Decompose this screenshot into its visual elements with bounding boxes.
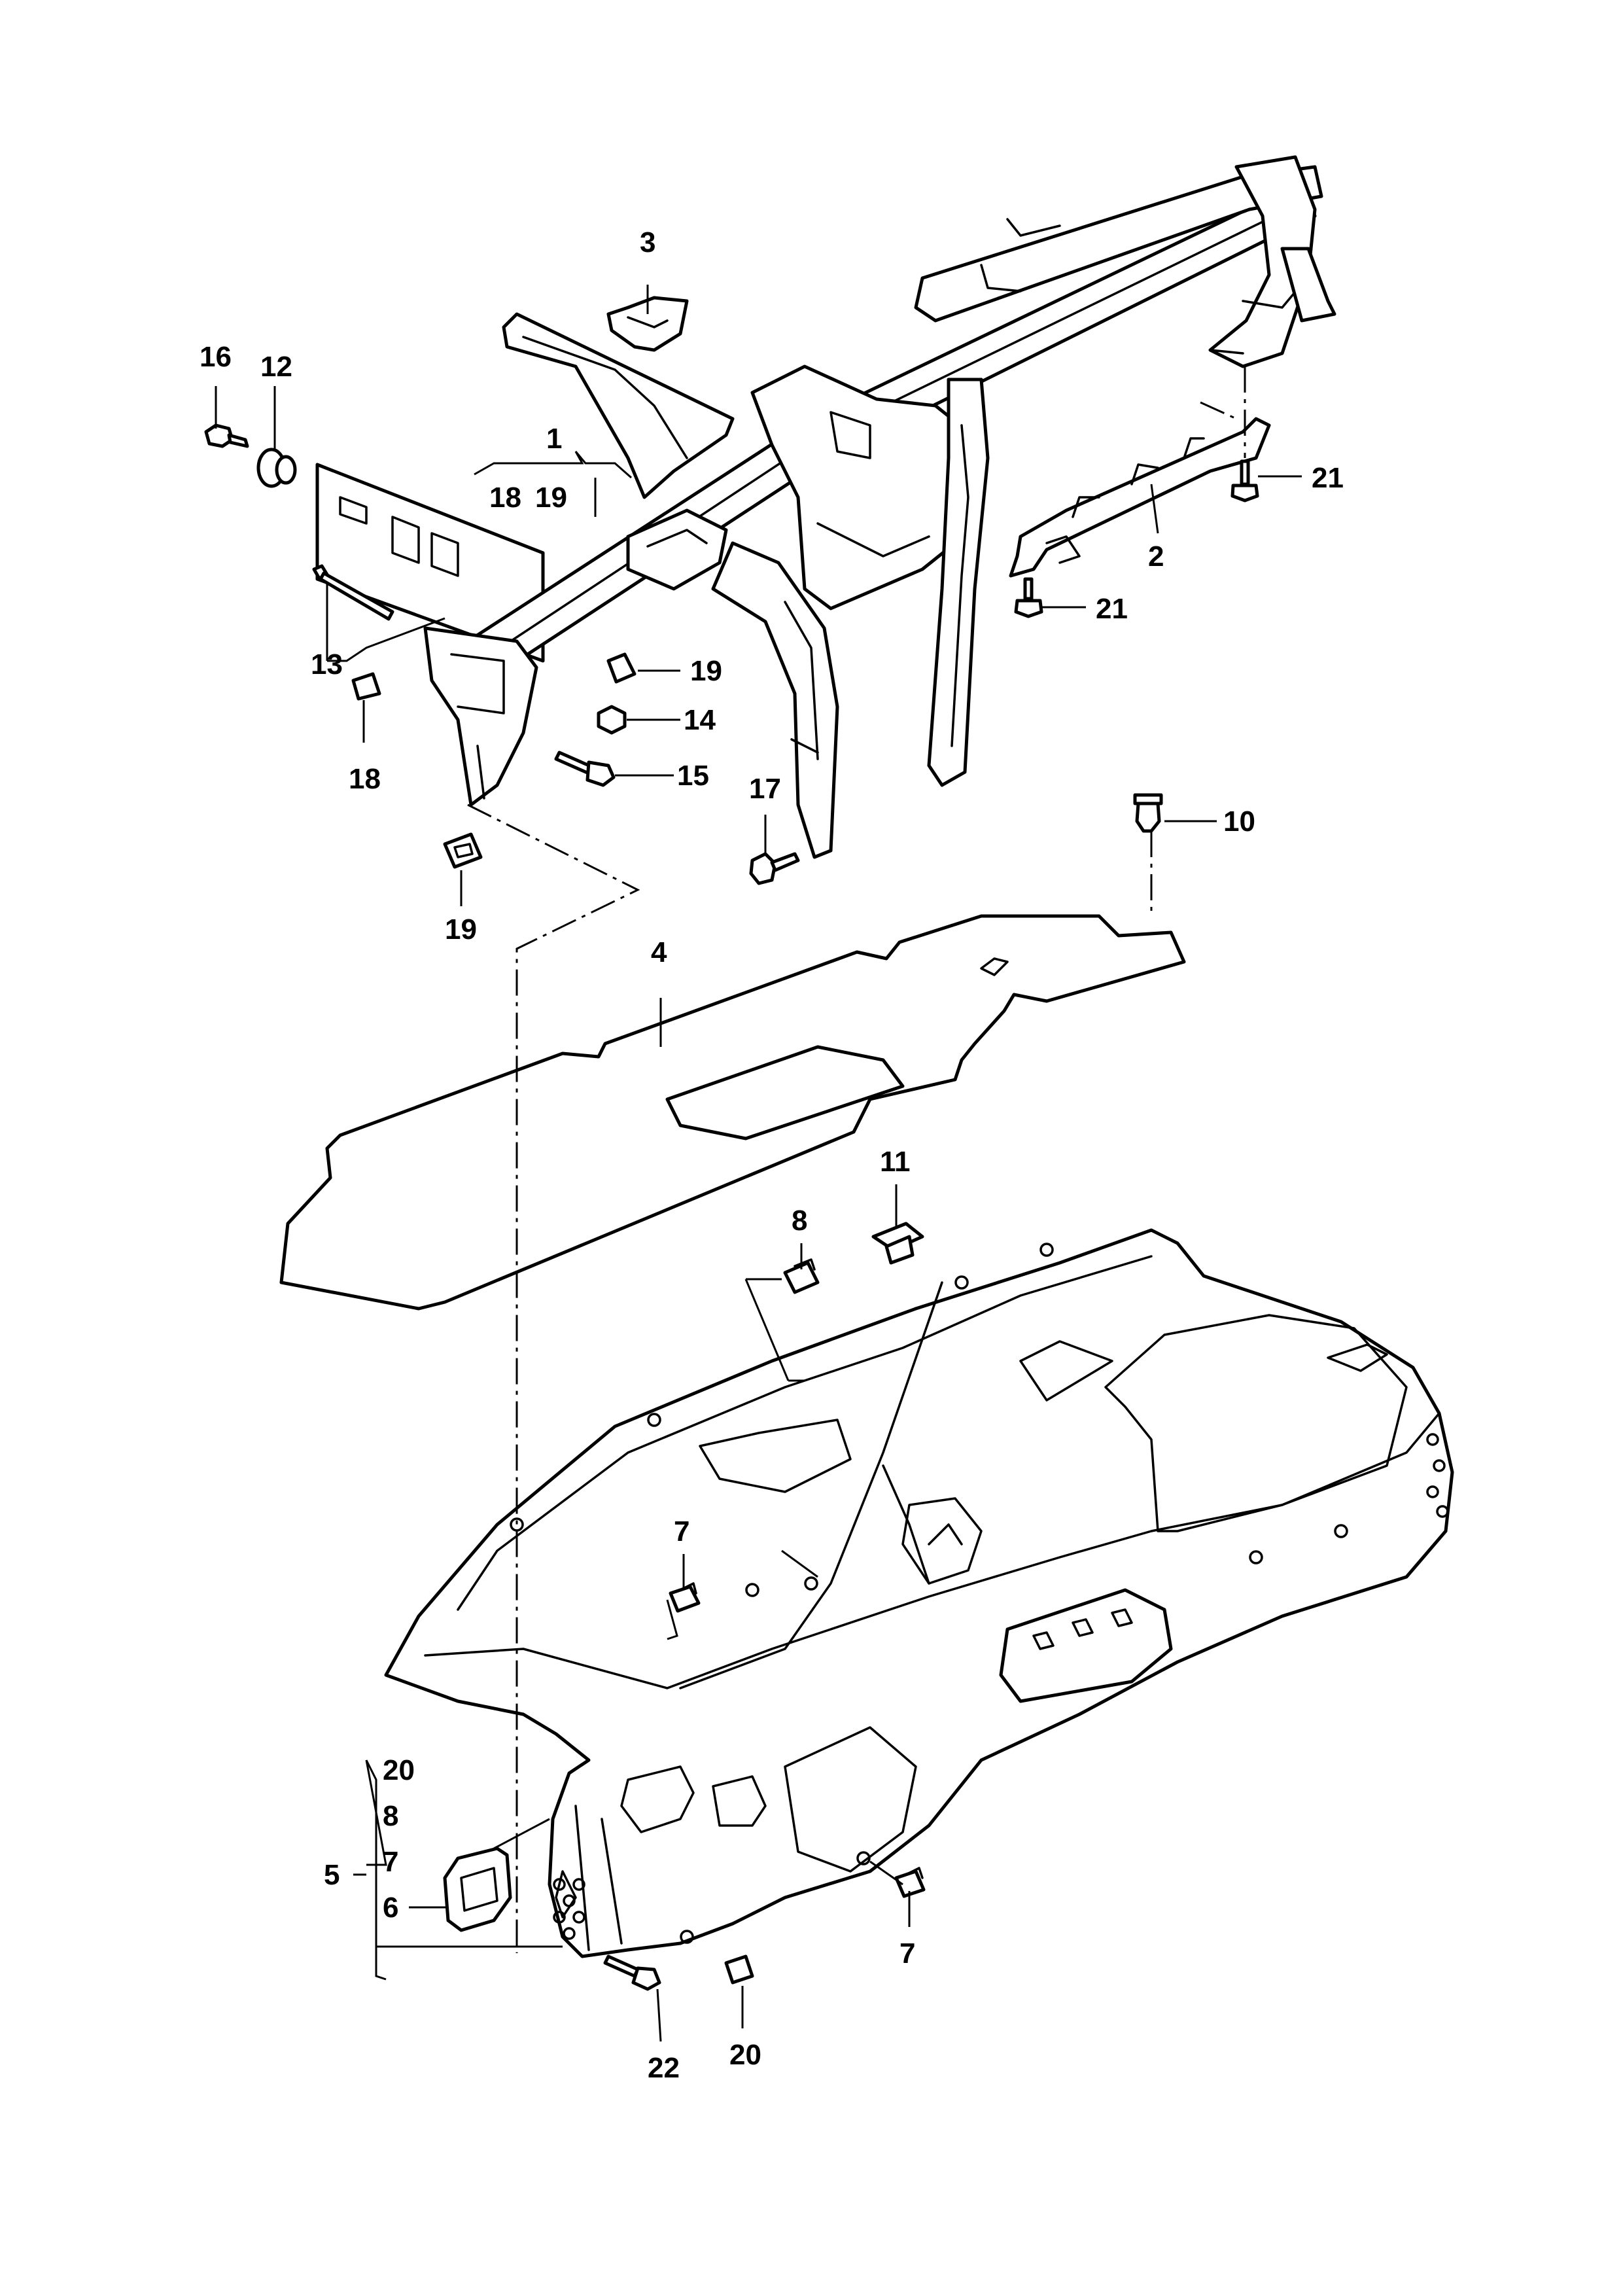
label-4: 4 xyxy=(651,936,667,968)
bracket-2 xyxy=(1009,417,1271,578)
label-10: 10 xyxy=(1223,805,1255,838)
label-22: 22 xyxy=(648,2052,680,2084)
label-20: 20 xyxy=(729,2039,761,2071)
bolt-17 xyxy=(749,852,800,885)
bracket-3 xyxy=(606,296,689,352)
label-16: 16 xyxy=(200,341,232,373)
clip-11 xyxy=(871,1222,924,1265)
bolt-16 xyxy=(204,423,249,448)
clip-19-lower xyxy=(443,832,483,869)
label-13: 13 xyxy=(311,648,343,680)
label-14: 14 xyxy=(684,704,716,736)
label-1: 1 xyxy=(546,423,562,455)
bolt-21-upper xyxy=(1230,459,1259,503)
dashboard-5 xyxy=(384,1228,1454,1958)
label-19-upper: 19 xyxy=(690,655,722,687)
label-1-sub-19: 19 xyxy=(535,482,567,514)
callout-labels: 1 18 19 2 3 4 5 20 8 7 6 7 7 8 10 11 12 … xyxy=(200,226,1344,2084)
nut-14 xyxy=(597,705,627,735)
clip-19-upper xyxy=(606,652,637,684)
label-19-lower: 19 xyxy=(445,913,477,945)
label-5-sub-7: 7 xyxy=(383,1846,398,1878)
label-21-lower: 21 xyxy=(1096,593,1128,625)
vent-6 xyxy=(443,1846,512,1932)
label-17: 17 xyxy=(749,773,781,805)
label-2: 2 xyxy=(1148,540,1164,573)
label-1-sub-18: 18 xyxy=(489,482,521,514)
clip-10 xyxy=(1133,793,1163,833)
label-5: 5 xyxy=(324,1859,340,1891)
label-5-sub-8: 8 xyxy=(383,1800,398,1832)
label-18: 18 xyxy=(349,763,381,795)
leader-lines xyxy=(215,285,1302,2042)
label-8: 8 xyxy=(792,1205,807,1237)
bushing-12 xyxy=(256,448,297,488)
clip-20 xyxy=(724,1954,754,1985)
bolt-21-lower xyxy=(1014,577,1043,618)
label-12: 12 xyxy=(260,351,292,383)
insulation-mat-4 xyxy=(279,914,1186,1311)
foam-texture xyxy=(553,1433,1449,1940)
label-6: 6 xyxy=(383,1892,398,1924)
label-7-upper: 7 xyxy=(674,1515,689,1547)
label-5-sub-20: 20 xyxy=(383,1754,415,1786)
clip-8 xyxy=(783,1258,820,1294)
label-11: 11 xyxy=(880,1146,911,1178)
stud-13 xyxy=(312,564,394,621)
clip-7-lower xyxy=(894,1867,926,1898)
alignment-lines xyxy=(467,366,1246,1953)
bolt-15 xyxy=(554,751,616,787)
bolt-22 xyxy=(603,1954,661,1991)
clip-18 xyxy=(351,672,381,701)
label-21-upper: 21 xyxy=(1312,462,1344,494)
label-15: 15 xyxy=(677,760,709,792)
cross-car-beam xyxy=(315,155,1336,859)
label-7-lower: 7 xyxy=(899,1937,915,1969)
label-3: 3 xyxy=(640,226,655,258)
